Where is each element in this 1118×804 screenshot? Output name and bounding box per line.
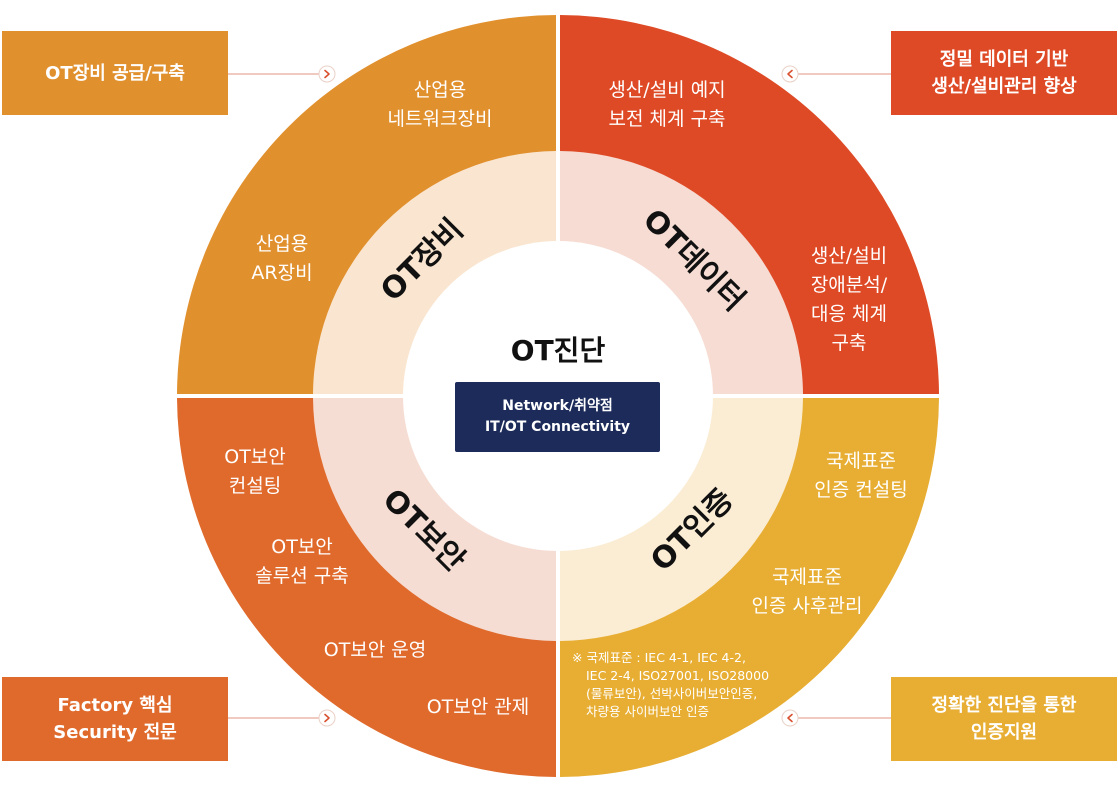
center-box-background — [455, 382, 660, 452]
corner-box-line: 정확한 진단을 통한 — [931, 695, 1077, 716]
text-line: OT보안 운영 — [324, 639, 427, 661]
text-line: 국제표준 — [826, 450, 896, 472]
text-line: OT보안 — [271, 536, 333, 558]
corner-box-line: OT장비 공급/구축 — [45, 62, 185, 84]
outer-item-ot-equipment: 산업용 AR장비 — [251, 233, 312, 284]
standards-footnote: ※ 국제표준 : IEC 4-1, IEC 4-2, IEC 2-4, ISO27… — [572, 650, 769, 719]
corner-box-line: Factory 핵심 — [57, 695, 173, 716]
text-line: 대응 체계 — [811, 303, 887, 325]
corner-box-line: 인증지원 — [970, 722, 1038, 743]
footnote-line: ※ 국제표준 : IEC 4-1, IEC 4-2, — [572, 650, 746, 665]
text-line: 국제표준 — [772, 566, 842, 588]
corner-box-line: 정밀 데이터 기반 — [939, 49, 1069, 70]
text-line: 산업용 — [256, 233, 308, 255]
corner-box-ot-security: Factory 핵심 Security 전문 — [2, 677, 228, 761]
center-title: OT진단 — [511, 334, 606, 367]
footnote-line: IEC 2-4, ISO27001, ISO28000 — [586, 668, 769, 683]
connector-dot-tr — [781, 65, 799, 83]
text-line: 산업용 — [414, 79, 466, 101]
text-line: AR장비 — [251, 262, 312, 284]
footnote-line: 차량용 사이버보안 인증 — [586, 704, 709, 719]
connector-dot-bl — [318, 709, 336, 727]
text-line: 컨설팅 — [229, 475, 281, 497]
text-line: 네트워크장비 — [388, 108, 493, 130]
connector-dot-br — [781, 709, 799, 727]
center-box-line: Network/취약점 — [502, 398, 613, 414]
text-line: 보전 체계 구축 — [609, 108, 726, 130]
text-line: 생산/설비 — [811, 245, 887, 267]
corner-box-line: Security 전문 — [53, 722, 177, 743]
connector-dot-tl — [318, 65, 336, 83]
chevron-right-icon — [324, 713, 330, 723]
text-line: OT보안 관제 — [427, 696, 530, 718]
text-line: 인증 사후관리 — [752, 595, 863, 617]
center-box-network: Network/취약점 IT/OT Connectivity — [455, 382, 660, 452]
text-line: 장애분석/ — [811, 274, 888, 296]
outer-item-ot-security: OT보안 관제 — [427, 696, 530, 718]
text-line: 인증 컨설팅 — [814, 479, 907, 501]
center-box-line: IT/OT Connectivity — [484, 419, 631, 435]
text-line: 솔루션 구축 — [255, 565, 348, 587]
chevron-right-icon — [324, 69, 330, 79]
outer-item-ot-security: OT보안 운영 — [324, 639, 427, 661]
corner-box-line: 생산/설비관리 향상 — [931, 76, 1077, 97]
corner-box-ot-equipment: OT장비 공급/구축 — [2, 31, 228, 115]
footnote-line: (물류보안), 선박사이버보안인증, — [586, 686, 757, 701]
chevron-left-icon — [787, 713, 793, 723]
text-line: 생산/설비 예지 — [608, 79, 725, 101]
chevron-left-icon — [787, 69, 793, 79]
text-line: 구축 — [832, 332, 867, 354]
text-line: OT보안 — [224, 446, 286, 468]
